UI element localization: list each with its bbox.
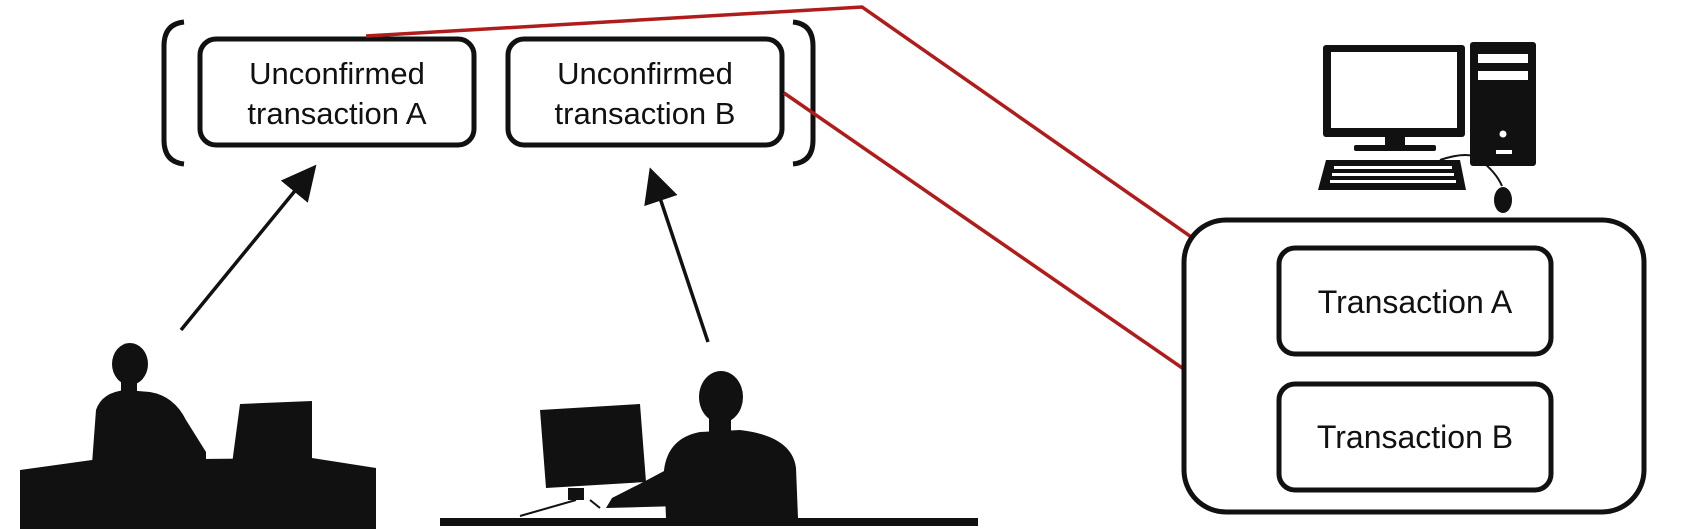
block-transaction-a: Transaction A [1276,245,1554,357]
block-tx-a-label: Transaction A [1318,284,1513,320]
unconfirmed-a-line1: Unconfirmed [249,56,425,91]
arrow-user-b-to-mempool [644,167,710,343]
right-bracket [792,19,816,167]
unconfirmed-a-line2: transaction A [247,96,427,131]
unconfirmed-b-line2: transaction B [555,96,736,131]
left-bracket [161,19,185,167]
desktop-computer-icon [1318,42,1536,213]
mempool-group: Unconfirmed transaction A Unconfirmed tr… [161,19,816,167]
unconfirmed-b-line1: Unconfirmed [557,56,733,91]
person-with-laptop-icon [20,343,376,529]
unconfirmed-transaction-b: Unconfirmed transaction B [505,36,785,148]
person-at-desktop-icon [440,371,978,526]
block-tx-b-label: Transaction B [1317,419,1513,455]
red-arrow-a-to-block [365,5,1276,297]
block-container: Transaction A Transaction B [1181,217,1647,515]
unconfirmed-transaction-a: Unconfirmed transaction A [197,36,477,148]
block-transaction-b: Transaction B [1276,381,1554,493]
arrow-user-a-to-mempool [179,164,317,332]
